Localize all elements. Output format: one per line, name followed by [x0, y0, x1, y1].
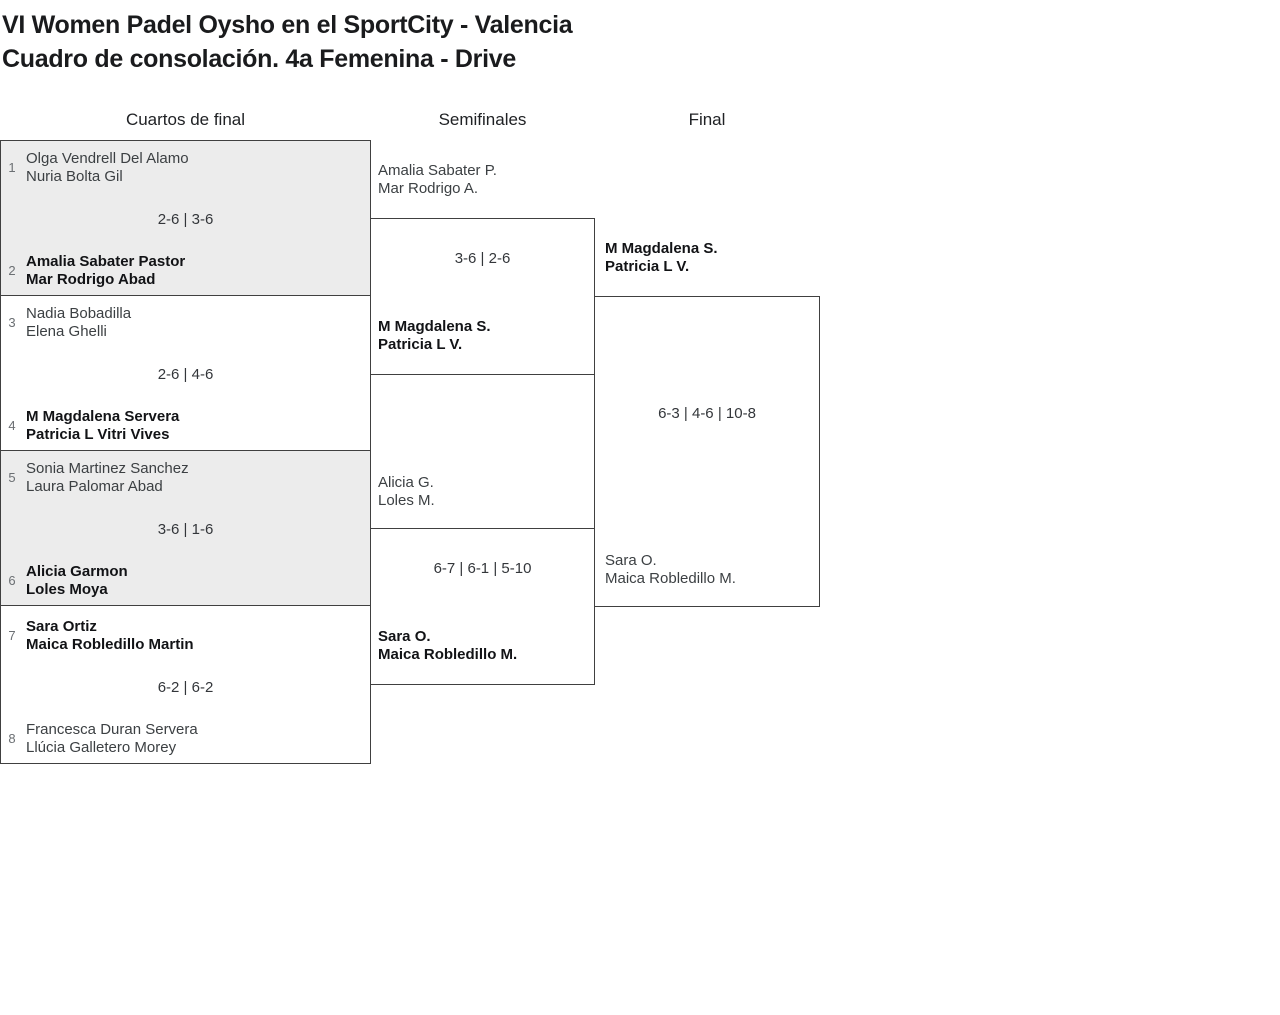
- team-names: Nadia Bobadilla Elena Ghelli: [26, 305, 131, 341]
- team-names: Francesca Duran Servera Llúcia Galletero…: [26, 721, 198, 757]
- team-name-line: Maica Robledillo M.: [605, 570, 736, 587]
- team-name-line: M Magdalena Servera: [26, 408, 180, 425]
- seed-number: 2: [8, 263, 16, 278]
- team-name-line: Sonia Martinez Sanchez: [26, 460, 189, 477]
- sf-match-2: 6-7 | 6-1 | 5-10 Sara O. Maica Robledill…: [370, 528, 595, 685]
- team-name-line: Nadia Bobadilla: [26, 305, 132, 322]
- round-header-quarterfinals: Cuartos de final: [125, 110, 246, 129]
- match-score: 2-6 | 3-6: [157, 211, 214, 228]
- team-name-line: Sara O.: [378, 628, 431, 645]
- sf1-team2-names: M Magdalena S. Patricia L V.: [378, 318, 491, 354]
- team-names: Sonia Martinez Sanchez Laura Palomar Aba…: [26, 460, 189, 496]
- team-name-line: Llúcia Galletero Morey: [26, 739, 177, 756]
- team-name-line: M Magdalena S.: [605, 240, 718, 257]
- seed-number: 6: [8, 573, 16, 588]
- match-score: 6-7 | 6-1 | 5-10: [433, 560, 532, 577]
- seed-number: 4: [8, 418, 16, 433]
- team-name-line: Nuria Bolta Gil: [26, 168, 123, 185]
- team-name-line: Amalia Sabater P.: [378, 162, 497, 179]
- team-name-line: Patricia L V.: [605, 258, 690, 275]
- seed-number: 1: [8, 160, 16, 175]
- team-name-line: Patricia L V.: [378, 336, 463, 353]
- round-header-final: Final: [688, 110, 726, 129]
- seed-number: 5: [8, 470, 16, 485]
- team-names: Sara Ortiz Maica Robledillo Martin: [26, 618, 194, 654]
- team-name-line: Olga Vendrell Del Alamo: [26, 150, 189, 167]
- team-name-line: Maica Robledillo Martin: [26, 636, 194, 653]
- qf-match-4: 7 Sara Ortiz Maica Robledillo Martin 6-2…: [0, 605, 371, 764]
- match-score: 3-6 | 1-6: [157, 521, 214, 538]
- team-name-line: Alicia G.: [378, 474, 434, 491]
- sf2-team2-names: Sara O. Maica Robledillo M.: [378, 628, 517, 664]
- team-name-line: Elena Ghelli: [26, 323, 107, 340]
- match-score: 3-6 | 2-6: [454, 250, 511, 267]
- final-team1-names: M Magdalena S. Patricia L V.: [605, 240, 718, 276]
- match-score: 6-3 | 4-6 | 10-8: [658, 405, 756, 422]
- team-name-line: Patricia L Vitri Vives: [26, 426, 170, 443]
- team-name-line: Loles M.: [378, 492, 435, 509]
- team-name-line: Laura Palomar Abad: [26, 478, 163, 495]
- team-name-line: M Magdalena S.: [378, 318, 491, 335]
- seed-number: 8: [8, 731, 16, 746]
- seed-number: 7: [8, 628, 16, 643]
- page-title: VI Women Padel Oysho en el SportCity - V…: [2, 11, 573, 39]
- page-subtitle: Cuadro de consolación. 4a Femenina - Dri…: [2, 45, 516, 73]
- qf-match-2: 3 Nadia Bobadilla Elena Ghelli 2-6 | 4-6…: [0, 295, 371, 451]
- team-name-line: Francesca Duran Servera: [26, 721, 198, 738]
- sf1-team1-names: Amalia Sabater P. Mar Rodrigo A.: [378, 162, 497, 198]
- sf-match-1: 3-6 | 2-6 M Magdalena S. Patricia L V.: [370, 218, 595, 375]
- seed-number: 3: [8, 315, 16, 330]
- qf-match-1: 1 Olga Vendrell Del Alamo Nuria Bolta Gi…: [0, 140, 371, 296]
- team-names: Amalia Sabater Pastor Mar Rodrigo Abad: [26, 253, 185, 289]
- qf-match-3: 5 Sonia Martinez Sanchez Laura Palomar A…: [0, 450, 371, 606]
- team-name-line: Sara O.: [605, 552, 657, 569]
- round-header-semifinals: Semifinales: [438, 110, 527, 129]
- sf2-team1-names: Alicia G. Loles M.: [378, 474, 435, 510]
- team-names: Alicia Garmon Loles Moya: [26, 563, 128, 599]
- final-team2-names: Sara O. Maica Robledillo M.: [605, 552, 736, 588]
- team-name-line: Mar Rodrigo A.: [378, 180, 479, 197]
- match-score: 2-6 | 4-6: [157, 366, 214, 383]
- team-name-line: Mar Rodrigo Abad: [26, 271, 156, 288]
- team-name-line: Sara Ortiz: [26, 618, 97, 635]
- match-score: 6-2 | 6-2: [157, 679, 214, 696]
- final-match: 6-3 | 4-6 | 10-8: [594, 296, 820, 607]
- team-name-line: Amalia Sabater Pastor: [26, 253, 186, 270]
- team-name-line: Loles Moya: [26, 581, 108, 598]
- team-names: Olga Vendrell Del Alamo Nuria Bolta Gil: [26, 150, 189, 186]
- page-header: VI Women Padel Oysho en el SportCity - V…: [2, 8, 573, 76]
- team-name-line: Alicia Garmon: [26, 563, 128, 580]
- team-name-line: Maica Robledillo M.: [378, 646, 518, 663]
- team-names: M Magdalena Servera Patricia L Vitri Viv…: [26, 408, 179, 444]
